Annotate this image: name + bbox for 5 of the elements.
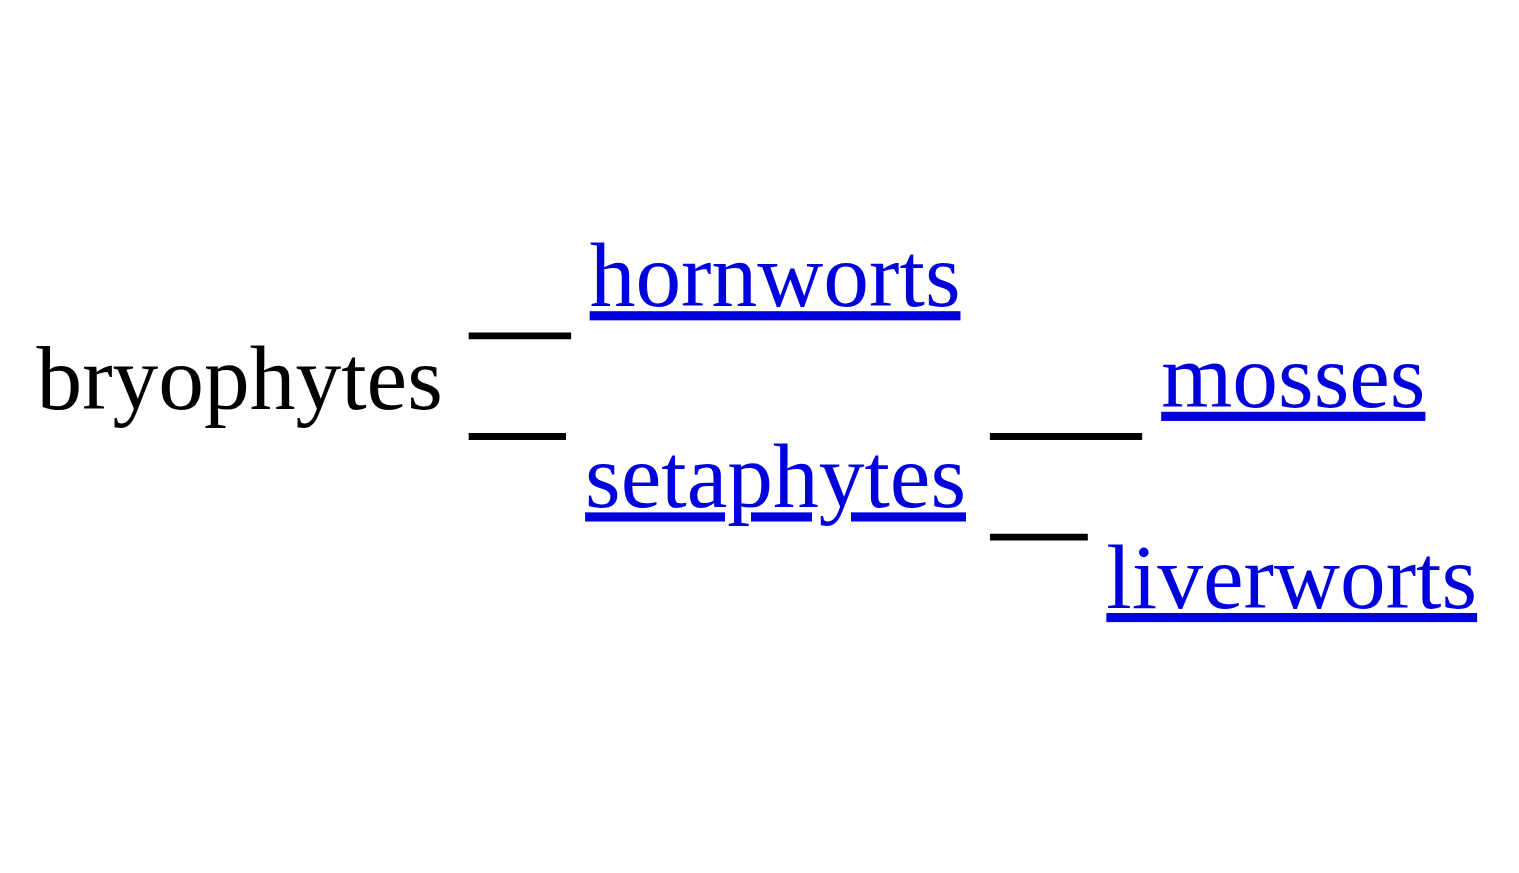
node-text: setaphytes [584,426,966,528]
node-text: bryophytes [35,328,443,430]
node-text: mosses [1160,325,1425,427]
node-text: liverworts [1105,526,1477,628]
node-text: hornworts [589,225,960,327]
